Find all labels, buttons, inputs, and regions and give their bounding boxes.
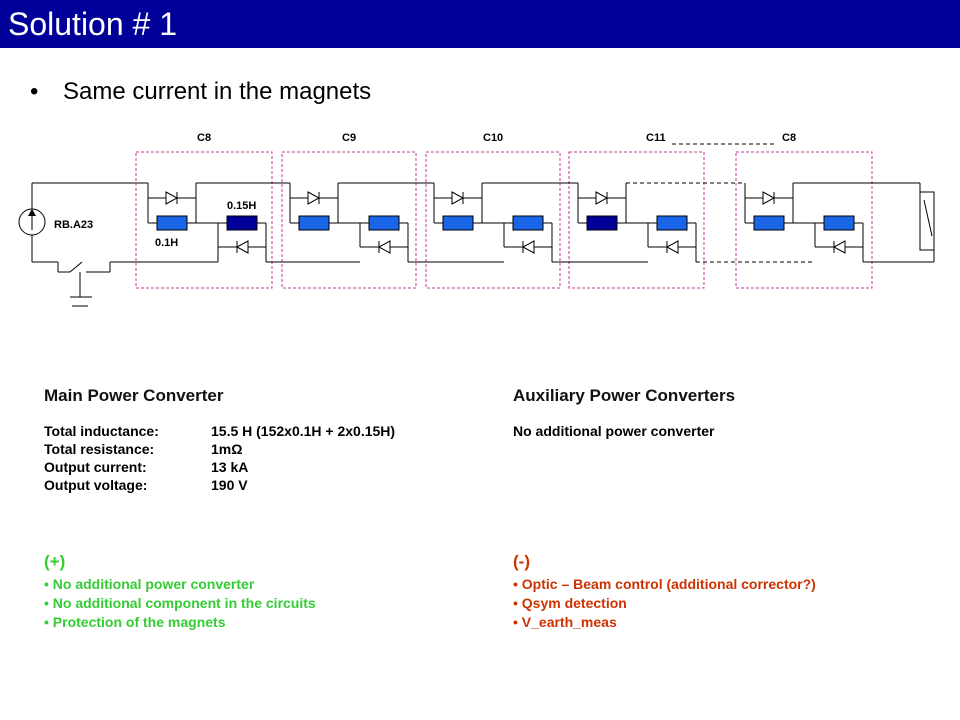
aux-pc-text: No additional power converter [513,423,715,439]
cons-heading: (-) [513,552,530,571]
page-title: Solution # 1 [8,6,178,42]
pros-item: • No additional component in the circuit… [44,595,316,611]
main-pc-heading: Main Power Converter [44,386,224,405]
discharge-resistor-icon [919,191,935,251]
source-arrowhead [28,209,36,216]
inductance-label-small: 0.1H [155,237,178,249]
cell-label-c10: C10 [483,132,503,144]
cell-box [735,151,873,289]
bullet-marker: • [30,78,39,105]
cell-label-c8: C8 [197,132,211,144]
diode-icon [595,191,609,205]
cell-box [425,151,561,289]
diode-icon [521,240,535,254]
diode-icon [307,191,321,205]
spec-key: Output voltage: [44,477,148,493]
pros-item: • Protection of the magnets [44,614,226,630]
spec-key: Total inductance: [44,423,159,439]
spec-key: Total resistance: [44,441,155,457]
diode-icon [665,240,679,254]
cons-item: • V_earth_meas [513,614,617,630]
dipole-magnet [823,215,855,231]
spec-value: 190 V [211,477,248,493]
pros-item: • No additional power converter [44,576,255,592]
dipole-magnet [656,215,688,231]
switch-blade [69,261,83,273]
bullet-text: Same current in the magnets [63,78,372,105]
diode-icon [832,240,846,254]
diode-icon [451,191,465,205]
dipole-magnet [226,215,258,231]
diode-icon [762,191,776,205]
cons-item: • Optic – Beam control (additional corre… [513,576,816,592]
pros-list: • No additional power converter • No addi… [44,576,316,633]
dipole-magnet [368,215,400,231]
dipole-magnet [442,215,474,231]
diode-icon [235,240,249,254]
cell-box [568,151,705,289]
title-bar: Solution # 1 [0,0,960,48]
cell-label-c8-end: C8 [782,132,796,144]
dipole-magnet [512,215,544,231]
aux-pc-heading: Auxiliary Power Converters [513,386,736,405]
dipole-magnet [156,215,188,231]
inductance-label-large: 0.15H [227,200,256,212]
dipole-magnet [298,215,330,231]
pros-heading: (+) [44,552,66,571]
spec-value: 13 kA [211,459,249,475]
spec-value: 15.5 H (152x0.1H + 2x0.15H) [211,423,396,439]
spec-key: Output current: [44,459,147,475]
cell-label-c9: C9 [342,132,356,144]
dipole-magnet [586,215,618,231]
cell-box [135,151,273,289]
cons-list: • Optic – Beam control (additional corre… [513,576,816,633]
diode-icon [377,240,391,254]
cons-item: • Qsym detection [513,595,627,611]
cell-label-c11: C11 [646,132,666,144]
spec-value: 1mΩ [211,441,243,457]
switch-line [923,199,933,237]
diode-icon [165,191,179,205]
dipole-magnet [753,215,785,231]
source-label: RB.A23 [54,219,93,231]
cell-box [281,151,417,289]
